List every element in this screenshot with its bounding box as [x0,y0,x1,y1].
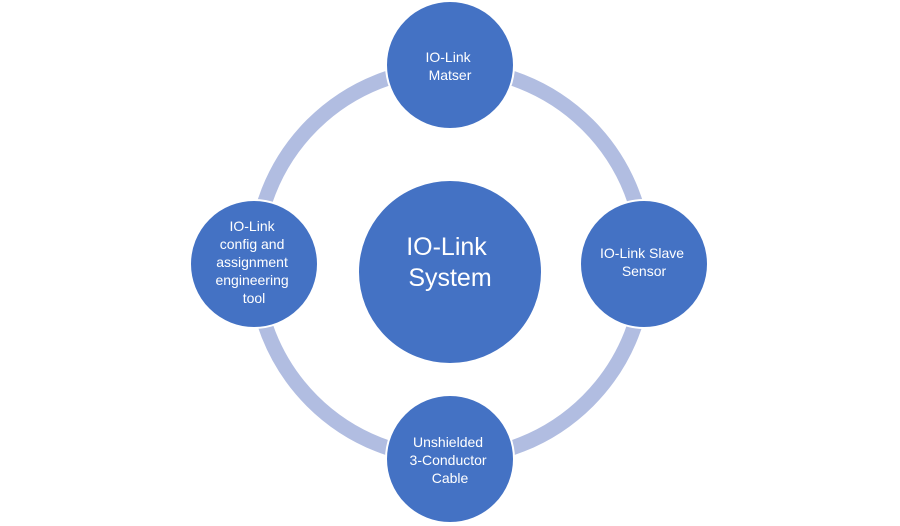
node-io-link-slave-sensor: IO-Link Slave Sensor [579,199,709,329]
node-circle [385,394,515,524]
center-node-circle [357,179,543,365]
node-config-engineering-tool: IO-Link config and assignment engineerin… [189,199,319,329]
center-node-label: IO-Link System [406,233,494,292]
node-label: IO-Link config and assignment engineerin… [215,218,292,306]
node-line: config and [220,236,285,252]
node-label: IO-Link Matser [425,49,474,83]
node-line: Cable [432,470,469,486]
node-circle [579,199,709,329]
center-node: IO-Link System [357,179,543,365]
center-node-line: System [408,264,491,292]
node-line: Unshielded [413,434,483,450]
node-line: engineering [215,272,288,288]
node-label: IO-Link Slave Sensor [600,245,688,279]
node-line: Sensor [622,263,667,279]
center-node-line: IO-Link [406,233,487,261]
node-line: IO-Link Slave [600,245,684,261]
node-line: assignment [216,254,288,270]
node-unshielded-cable: Unshielded 3-Conductor Cable [385,394,515,524]
node-label: Unshielded 3-Conductor Cable [410,434,491,486]
node-line: IO-Link [425,49,471,65]
node-io-link-master: IO-Link Matser [385,0,515,130]
node-line: Matser [429,67,472,83]
node-line: IO-Link [229,218,275,234]
node-circle [189,199,319,329]
node-line: tool [243,290,266,306]
node-line: 3-Conductor [410,452,487,468]
node-circle [385,0,515,130]
